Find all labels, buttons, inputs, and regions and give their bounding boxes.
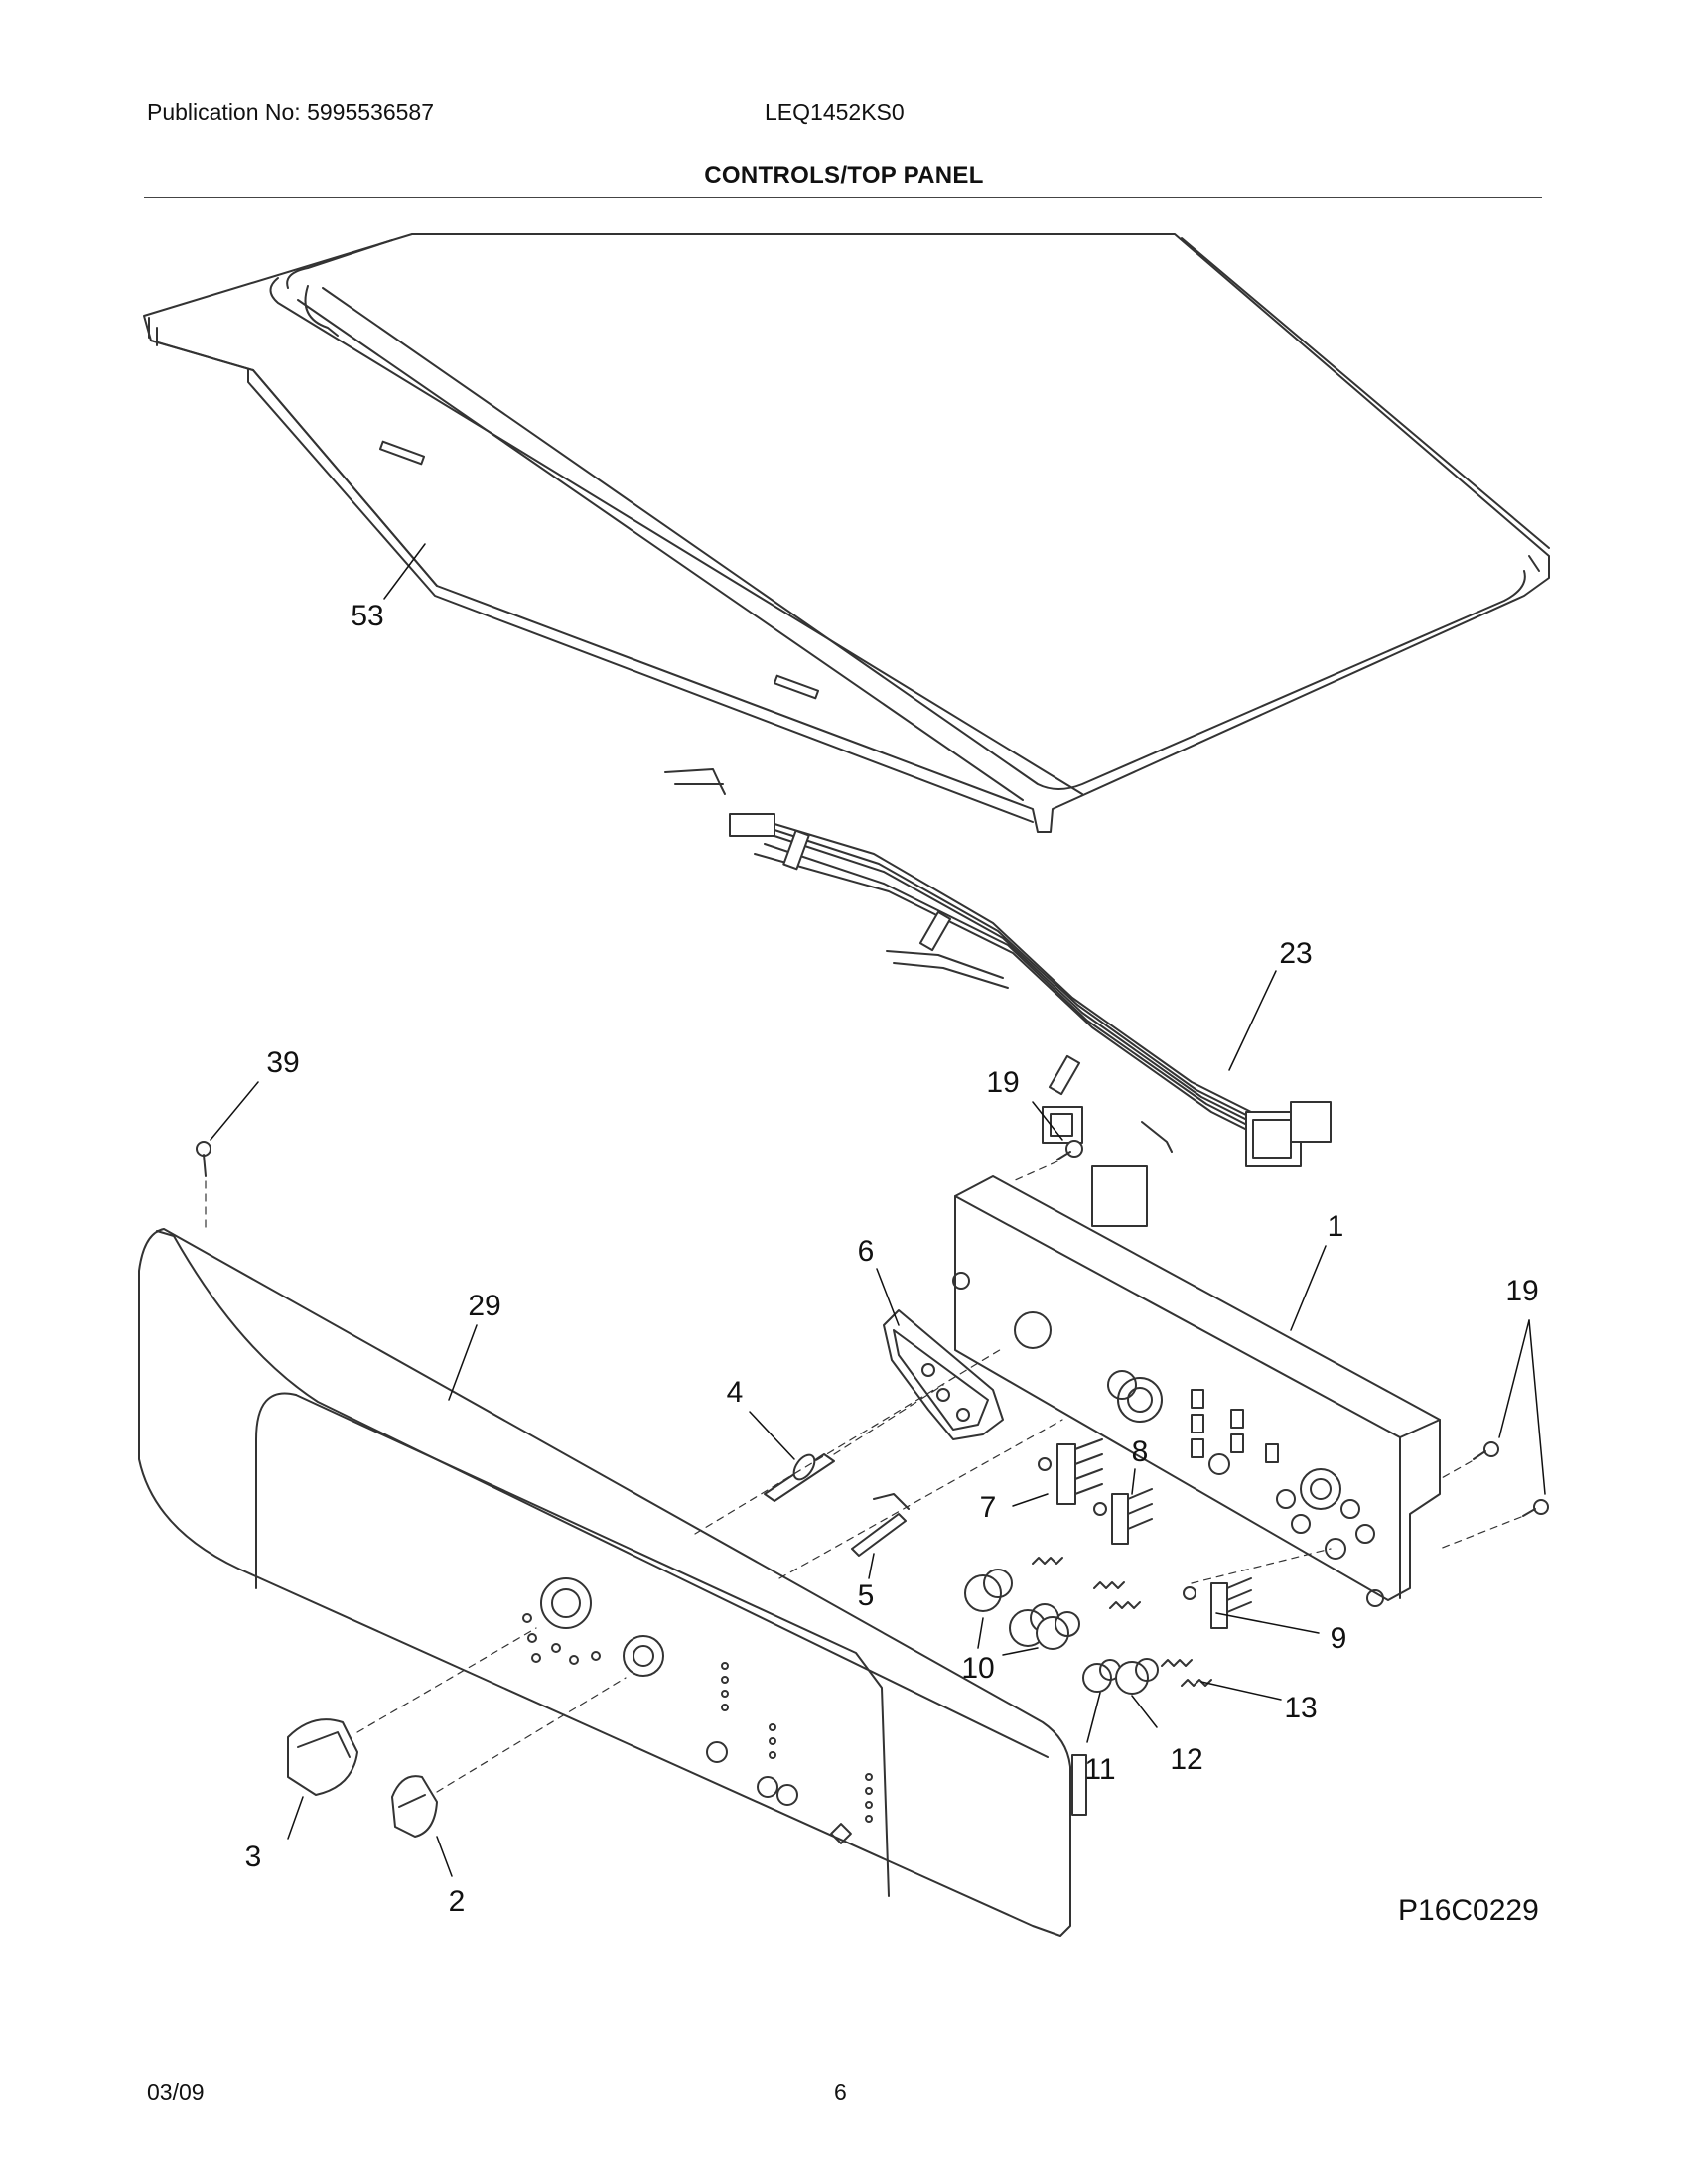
page-title: CONTROLS/TOP PANEL [704, 162, 984, 189]
footer-date: 03/09 [147, 2079, 205, 2105]
figure-id: P16C0229 [1398, 1894, 1539, 1927]
knob-2 [391, 1775, 438, 1838]
callout-10: 10 [961, 1652, 994, 1685]
callout-13: 13 [1284, 1692, 1317, 1724]
publication-number: Publication No: 5995536587 [147, 99, 435, 125]
page-number: 6 [834, 2079, 847, 2105]
callout-6: 6 [858, 1235, 875, 1268]
light-pipe-6 [883, 1309, 1004, 1440]
model-number: LEQ1452KS0 [765, 99, 905, 125]
callout-19-right: 19 [1505, 1275, 1538, 1307]
callout-23: 23 [1279, 937, 1312, 970]
callout-7: 7 [980, 1491, 997, 1524]
callout-29: 29 [468, 1290, 500, 1322]
callout-19-top: 19 [986, 1066, 1019, 1099]
callout-8: 8 [1132, 1435, 1149, 1468]
callout-12: 12 [1170, 1743, 1202, 1776]
screw-19-right [1473, 1441, 1549, 1517]
callout-9: 9 [1331, 1622, 1347, 1655]
callout-39: 39 [266, 1046, 299, 1079]
callout-1: 1 [1328, 1210, 1344, 1243]
top-panel [143, 233, 1550, 833]
callout-4: 4 [727, 1376, 744, 1409]
console-panel [138, 1228, 1087, 1937]
shaft-5 [851, 1493, 910, 1557]
push-button-12 [1115, 1658, 1159, 1695]
callout-5: 5 [858, 1579, 875, 1612]
button-strip-8 [1093, 1488, 1153, 1545]
callout-labels: 53 23 39 19 1 6 29 19 4 7 8 5 10 9 13 11… [245, 600, 1539, 1918]
screw-39 [196, 1141, 211, 1177]
callout-3: 3 [245, 1841, 262, 1873]
callout-2: 2 [449, 1885, 466, 1918]
knob-3 [287, 1718, 358, 1796]
button-strip-7 [1038, 1438, 1103, 1505]
push-buttons-10 [964, 1569, 1080, 1650]
screw-19-top [1056, 1140, 1083, 1160]
callout-53: 53 [351, 600, 383, 632]
wire-harness [664, 768, 1332, 1167]
push-button-11 [1082, 1659, 1121, 1693]
shaft-4 [764, 1453, 835, 1502]
header-divider [144, 197, 1542, 198]
control-console [952, 1165, 1441, 1607]
springs [1032, 1557, 1212, 1687]
button-strip-9 [1183, 1577, 1252, 1629]
callout-11: 11 [1084, 1753, 1115, 1786]
